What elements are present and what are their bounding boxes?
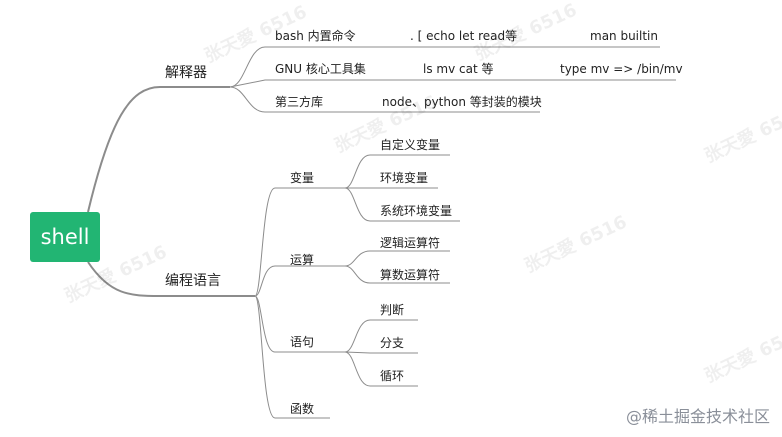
edge-op-1 [344,250,450,267]
edge-stmt-2 [344,351,418,354]
edge-stmt-1 [344,319,418,353]
source-credit: @稀土掘金技术社区 [625,407,770,426]
edge-op-2 [344,265,450,284]
root-label: shell [40,225,90,249]
edge-interp-3 [229,86,540,113]
leaf-loop[interactable]: 循环 [380,369,405,383]
edge-prog-op [254,265,345,297]
edge-var-3 [344,187,460,222]
prog-stmt[interactable]: 语句 [290,335,315,349]
interp-row-2-examples: ls mv cat 等 [423,62,494,76]
leaf-custom-var[interactable]: 自定义变量 [380,138,441,152]
interp-row-1-examples: . [ echo let read等 [410,29,518,43]
edge-var-1 [344,154,450,189]
edge-stmt-3 [344,351,418,387]
prog-func[interactable]: 函数 [290,402,315,416]
edge-root-interpreter [87,86,230,213]
branch-interpreter[interactable]: 解释器 [165,65,207,81]
interp-row-2-label[interactable]: GNU 核心工具集 [275,62,366,76]
leaf-env-var[interactable]: 环境变量 [380,171,429,185]
interp-row-1-note: man builtin [590,29,658,43]
interp-row-1-label[interactable]: bash 内置命令 [275,29,356,43]
leaf-logic-op[interactable]: 逻辑运算符 [380,236,441,250]
leaf-switch[interactable]: 分支 [380,336,405,350]
root-node[interactable]: shell [30,212,100,262]
branch-programming[interactable]: 编程语言 [165,273,221,289]
edge-root-programming [87,261,255,297]
leaf-if[interactable]: 判断 [380,303,405,317]
edge-interp-2 [229,79,676,88]
prog-var[interactable]: 变量 [290,171,315,185]
edge-prog-stmt [254,295,345,353]
leaf-sys-env-var[interactable]: 系统环境变量 [380,204,453,218]
prog-op[interactable]: 运算 [290,253,315,267]
edge-prog-var [254,187,345,297]
leaf-arith-op[interactable]: 算数运算符 [380,268,441,282]
interp-row-2-note: type mv => /bin/mv [560,62,683,76]
interp-row-3-examples: node、python 等封装的模块 [382,95,542,109]
interp-row-3-label[interactable]: 第三方库 [275,95,324,109]
edge-prog-func [254,295,330,419]
